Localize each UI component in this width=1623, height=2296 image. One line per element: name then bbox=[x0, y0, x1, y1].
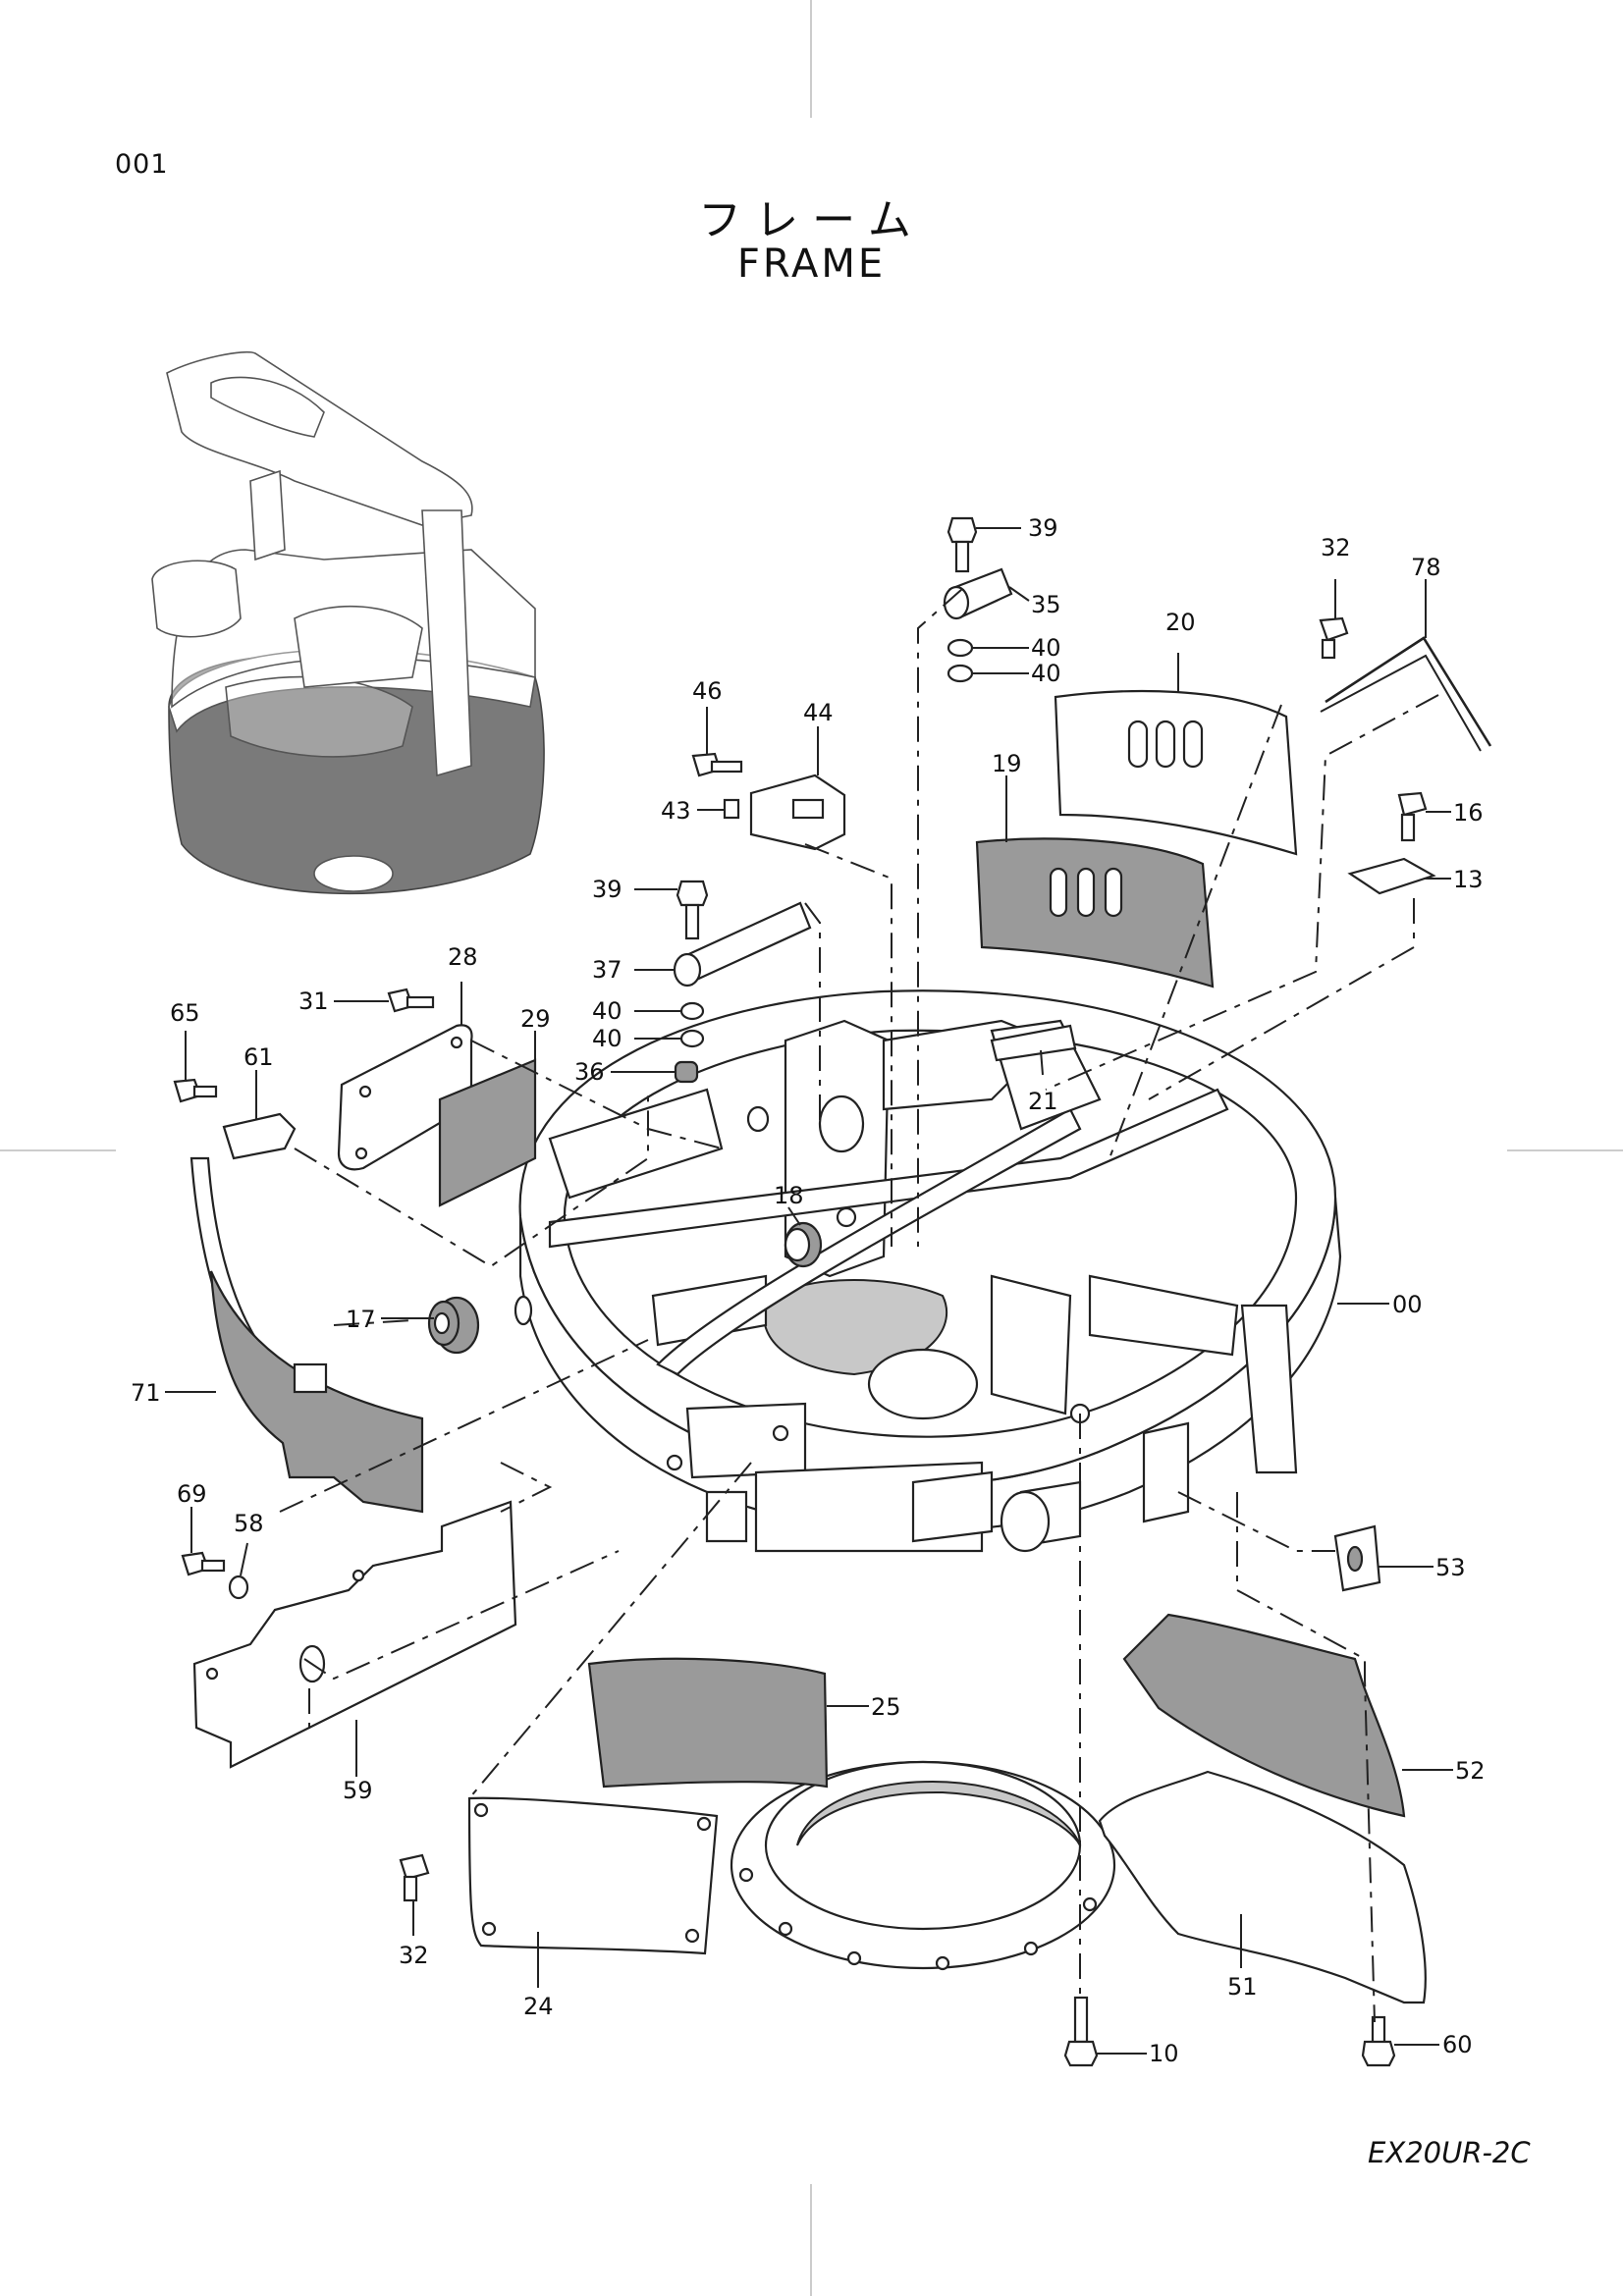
callout-label: 35 bbox=[1031, 591, 1061, 618]
page-title-japanese: フレーム bbox=[698, 195, 925, 245]
callout-label: 10 bbox=[1149, 2040, 1179, 2067]
part-18-grommet bbox=[784, 1221, 823, 1268]
callout-label: 16 bbox=[1453, 799, 1484, 827]
callout-label: 60 bbox=[1442, 2031, 1473, 2058]
part-16-bolt bbox=[1397, 791, 1428, 842]
callout-label: 25 bbox=[871, 1693, 901, 1721]
callout-label: 40 bbox=[1031, 634, 1061, 662]
machine-overview-illustration bbox=[151, 350, 545, 895]
part-32-bolt-lower bbox=[399, 1853, 430, 1902]
part-52-plate bbox=[1122, 1613, 1406, 1818]
part-17-grommet bbox=[427, 1296, 480, 1355]
callout-numbers: 39 35 40 40 32 78 20 46 44 43 19 16 13 3… bbox=[131, 514, 1486, 2067]
callout-label: 28 bbox=[448, 943, 478, 971]
part-21-bar bbox=[990, 1024, 1077, 1062]
callout-label: 59 bbox=[343, 1777, 373, 1804]
part-51-plate bbox=[1098, 1770, 1427, 2004]
part-65-bolt bbox=[173, 1078, 218, 1103]
part-40-washer-d bbox=[679, 1029, 705, 1048]
callout-label: 20 bbox=[1165, 609, 1196, 636]
callout-label: 69 bbox=[177, 1480, 207, 1508]
part-25-pad bbox=[587, 1657, 829, 1789]
part-44-bracket bbox=[749, 774, 846, 851]
part-37-pin bbox=[673, 901, 812, 988]
callout-label: 29 bbox=[520, 1005, 551, 1033]
part-71-side-panel bbox=[189, 1156, 424, 1514]
part-39-bolt-mid bbox=[676, 880, 709, 940]
page-number: 001 bbox=[115, 149, 169, 180]
swing-bearing-ring bbox=[730, 1760, 1116, 1971]
page-title-english: FRAME bbox=[736, 241, 887, 287]
part-35-pin bbox=[943, 567, 1013, 620]
callout-label: 44 bbox=[803, 699, 834, 726]
part-78-rod bbox=[1325, 636, 1492, 747]
callout-label: 32 bbox=[1321, 534, 1351, 561]
part-40-washer-a bbox=[947, 638, 974, 658]
callout-label: 17 bbox=[346, 1306, 376, 1333]
part-20-cover bbox=[1054, 689, 1298, 856]
callout-label: 40 bbox=[1031, 660, 1061, 687]
part-40-washer-c bbox=[679, 1001, 705, 1021]
callout-label: 31 bbox=[298, 988, 329, 1015]
callout-label: 52 bbox=[1455, 1757, 1486, 1785]
callout-label: 71 bbox=[131, 1379, 161, 1407]
callout-label: 40 bbox=[592, 1025, 622, 1052]
callout-label: 32 bbox=[399, 1942, 429, 1969]
part-53-block bbox=[1333, 1524, 1381, 1592]
callout-label: 65 bbox=[170, 999, 200, 1027]
callout-label: 18 bbox=[774, 1182, 804, 1209]
callout-label: 36 bbox=[574, 1058, 605, 1086]
part-59-plate bbox=[192, 1500, 517, 1769]
part-60-bolt bbox=[1361, 2015, 1396, 2067]
callout-label: 00 bbox=[1392, 1291, 1423, 1318]
callout-label: 19 bbox=[992, 750, 1022, 777]
part-36-bushing bbox=[674, 1060, 699, 1084]
part-46-bolt bbox=[691, 752, 743, 777]
callout-label: 43 bbox=[661, 797, 691, 825]
part-58-washer bbox=[228, 1575, 249, 1600]
main-revolving-frame bbox=[514, 989, 1342, 1553]
callout-label: 51 bbox=[1227, 1973, 1258, 2001]
callout-label: 21 bbox=[1028, 1088, 1058, 1115]
part-39-bolt-top bbox=[947, 516, 978, 573]
part-40-washer-b bbox=[947, 664, 974, 683]
callout-label: 61 bbox=[243, 1043, 274, 1071]
callout-label: 24 bbox=[523, 1993, 554, 2020]
assembly-centerlines bbox=[279, 588, 1439, 2023]
callout-label: 13 bbox=[1453, 866, 1484, 893]
callout-label: 40 bbox=[592, 997, 622, 1025]
callout-label: 46 bbox=[692, 677, 723, 705]
part-10-bolt bbox=[1063, 1996, 1099, 2067]
callout-label: 39 bbox=[592, 876, 622, 903]
part-24-plate bbox=[467, 1796, 719, 1955]
callout-leaders bbox=[165, 527, 1453, 2055]
part-61-bracket bbox=[222, 1112, 297, 1160]
callout-label: 78 bbox=[1411, 554, 1441, 581]
part-43-nut bbox=[723, 798, 740, 820]
callout-label: 37 bbox=[592, 956, 622, 984]
part-29-pad bbox=[438, 1058, 537, 1207]
model-code: EX20UR-2C bbox=[1368, 2136, 1531, 2169]
part-69-bolt bbox=[181, 1551, 226, 1576]
callout-label: 58 bbox=[234, 1510, 264, 1537]
part-13-clip bbox=[1347, 857, 1436, 895]
callout-label: 53 bbox=[1435, 1554, 1466, 1581]
part-32-bolt-top bbox=[1319, 616, 1349, 660]
part-31-bolt bbox=[387, 988, 435, 1013]
part-19-plate bbox=[975, 837, 1215, 988]
callout-label: 39 bbox=[1028, 514, 1058, 542]
